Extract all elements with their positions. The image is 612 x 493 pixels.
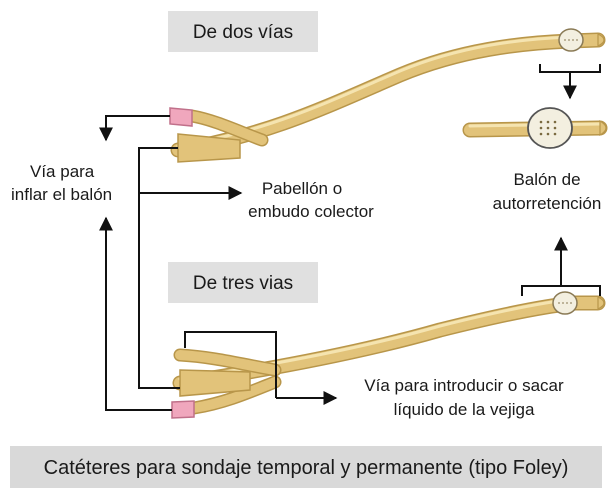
collector-connector: [138, 147, 243, 389]
balloon-label-line1: Balón de: [513, 170, 580, 189]
collector-label-line1: Pabellón o: [262, 179, 342, 198]
collector-label-line2: embudo colector: [248, 202, 374, 221]
fluid-label-line2: líquido de la vejiga: [394, 400, 535, 419]
caption-bar: Catéteres para sondaje temporal y perman…: [10, 446, 602, 488]
three-way-label-box: De tres vias: [168, 262, 318, 303]
three-way-label: De tres vias: [193, 273, 293, 294]
two-way-label: De dos vías: [193, 22, 293, 43]
caption-text: Catéteres para sondaje temporal y perman…: [44, 457, 569, 479]
three-way-valve: [171, 400, 195, 419]
balloon-detail: [462, 107, 608, 149]
two-way-label-box: De dos vías: [168, 11, 318, 52]
two-way-catheter: [170, 28, 606, 163]
balloon-zoom-bracket: [539, 64, 601, 100]
three-way-catheter: [172, 291, 606, 415]
fluid-label-line1: Vía para introducir o sacar: [364, 376, 564, 395]
three-way-balloon-bracket: [521, 236, 601, 296]
inflate-label-line2: inflar el balón: [11, 185, 112, 204]
inflation-connector: [99, 115, 172, 411]
balloon-label-line2: autorretención: [493, 194, 602, 213]
fluid-connector: [184, 331, 338, 405]
inflate-label-line1: Vía para: [30, 162, 95, 181]
two-way-valve: [169, 107, 193, 127]
